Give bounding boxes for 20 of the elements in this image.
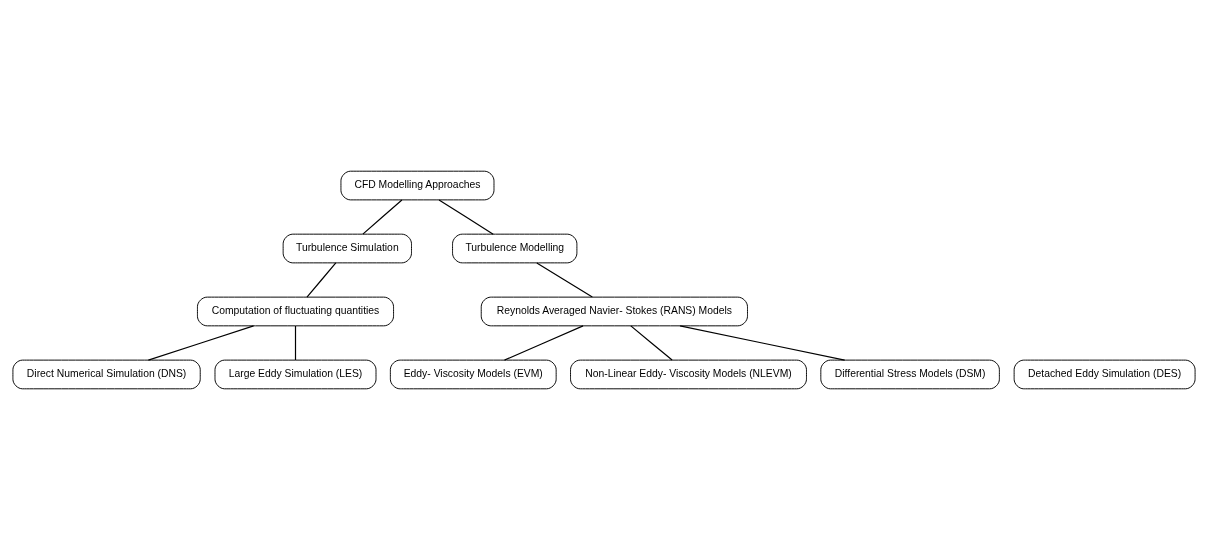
connector — [438, 199, 494, 235]
node-box: Computation of fluctuating quantities — [196, 296, 395, 327]
node-box: Eddy- Viscosity Models (EVM) — [389, 359, 557, 390]
node-box: Non-Linear Eddy- Viscosity Models (NLEVM) — [570, 359, 807, 390]
connector — [630, 325, 673, 361]
node-box: CFD Modelling Approaches — [340, 170, 495, 201]
node-box: Turbulence Simulation — [282, 233, 412, 264]
node-box: Large Eddy Simulation (LES) — [214, 359, 377, 390]
connector — [147, 325, 255, 361]
connector — [536, 262, 593, 298]
node-box: Direct Numerical Simulation (DNS) — [12, 359, 201, 390]
connector — [306, 262, 337, 298]
connector — [503, 325, 584, 361]
node-box: Detached Eddy Simulation (DES) — [1013, 359, 1196, 390]
node-box: Reynolds Averaged Navier- Stokes (RANS) Models — [480, 296, 748, 327]
node-box: Differential Stress Models (DSM) — [820, 359, 1000, 390]
connector — [679, 325, 846, 361]
connector — [294, 325, 297, 361]
node-box: Turbulence Modelling — [452, 233, 578, 264]
connector — [362, 199, 403, 235]
